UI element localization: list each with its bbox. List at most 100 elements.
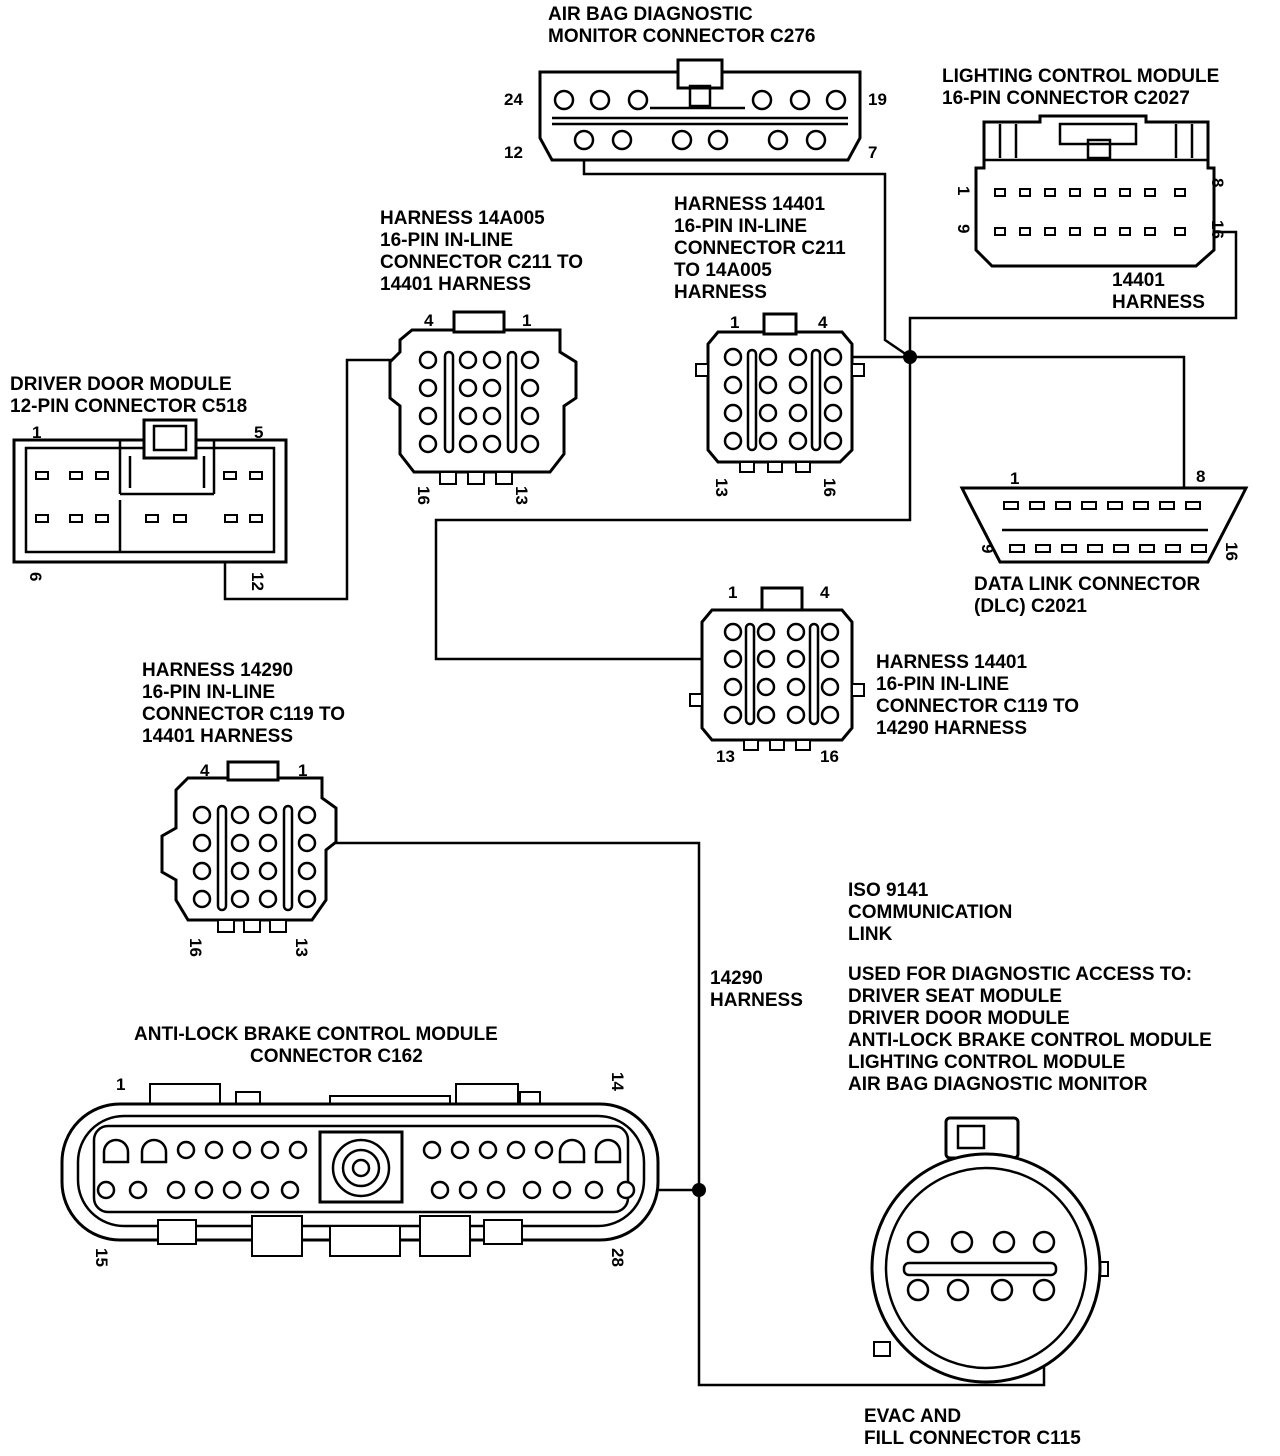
module-item: DRIVER DOOR MODULE	[848, 1008, 1070, 1029]
c211a-title-4: 14401 HARNESS	[380, 274, 531, 295]
abs-title-1: ANTI-LOCK BRAKE CONTROL MODULE	[134, 1024, 498, 1045]
c119b-pin-1: 1	[298, 761, 307, 780]
lighting-harness-2: HARNESS	[1112, 292, 1205, 313]
c119b-pin-16: 16	[186, 938, 205, 957]
iso-line-2: COMMUNICATION	[848, 902, 1012, 923]
lighting-connector-c2027: LIGHTING CONTROL MODULE 16-PIN CONNECTOR…	[942, 66, 1227, 313]
wire-airbag-to-splice	[582, 140, 911, 359]
c211b-pin-13: 13	[712, 478, 731, 497]
wiring	[223, 140, 1238, 1387]
module-item: ANTI-LOCK BRAKE CONTROL MODULE	[848, 1030, 1212, 1051]
driver-door-pin-6: 6	[26, 572, 45, 581]
used-for-heading: USED FOR DIAGNOSTIC ACCESS TO:	[848, 964, 1192, 985]
c119a-title-1: HARNESS 14401	[876, 652, 1027, 673]
iso-notes: ISO 9141 COMMUNICATION LINK USED FOR DIA…	[848, 880, 1212, 1095]
evac-title-1: EVAC AND	[864, 1406, 961, 1427]
dlc-title-1: DATA LINK CONNECTOR	[974, 574, 1201, 595]
c119a-pin-1: 1	[728, 583, 737, 602]
c211b-title-5: HARNESS	[674, 282, 767, 303]
c211b-pin-1: 1	[730, 313, 739, 332]
c119a-pin-13: 13	[716, 747, 735, 766]
c211a-title-1: HARNESS 14A005	[380, 208, 545, 229]
abs-pin-28: 28	[608, 1248, 627, 1267]
splice-upper	[903, 350, 917, 364]
lighting-title-2: 16-PIN CONNECTOR C2027	[942, 88, 1190, 109]
c119b-cavities	[192, 804, 317, 912]
iso-line-3: LINK	[848, 924, 893, 945]
c119a-title-2: 16-PIN IN-LINE	[876, 674, 1009, 695]
driver-door-pin-12: 12	[248, 572, 267, 591]
dlc-pin-1: 1	[1010, 469, 1019, 488]
lighting-harness-1: 14401	[1112, 270, 1165, 291]
wire-c211-to-dlc	[833, 355, 1186, 506]
c119b-pin-13: 13	[292, 938, 311, 957]
harness-14290-label-1: 14290	[710, 968, 763, 989]
c211b-pin-16: 16	[820, 478, 839, 497]
c211b-title-1: HARNESS 14401	[674, 194, 825, 215]
wire-c119-to-abs	[307, 841, 701, 1190]
lighting-pin-1: 1	[954, 186, 973, 195]
abs-cavities	[96, 1138, 636, 1200]
harness-14290-label-2: HARNESS	[710, 990, 803, 1011]
lighting-pin-16: 16	[1208, 220, 1227, 239]
airbag-pin-24: 24	[504, 90, 523, 109]
abs-pin-15: 15	[92, 1248, 111, 1267]
evac-title-2: FILL CONNECTOR C115	[864, 1428, 1081, 1449]
driver-door-title-1: DRIVER DOOR MODULE	[10, 374, 232, 395]
driver-door-title-2: 12-PIN CONNECTOR C518	[10, 396, 247, 417]
c119a-cavities	[723, 622, 840, 726]
lighting-title-1: LIGHTING CONTROL MODULE	[942, 66, 1219, 87]
c211-14401-connector: HARNESS 14401 16-PIN IN-LINE CONNECTOR C…	[674, 194, 865, 497]
c119b-title-2: 16-PIN IN-LINE	[142, 682, 275, 703]
dlc-pin-9: 9	[978, 544, 997, 553]
airbag-pin-7: 7	[868, 143, 877, 162]
c119-14290-connector: HARNESS 14290 16-PIN IN-LINE CONNECTOR C…	[142, 660, 345, 957]
c211a-pin-1: 1	[522, 311, 531, 330]
driver-door-pin-5: 5	[254, 423, 263, 442]
airbag-title-1: AIR BAG DIAGNOSTIC	[548, 4, 753, 25]
driver-door-cavities	[35, 471, 263, 523]
wire-lighting-to-splice	[908, 230, 1238, 357]
c211-14a005-connector: HARNESS 14A005 16-PIN IN-LINE CONNECTOR …	[380, 208, 583, 505]
c211a-cavities	[418, 350, 540, 454]
lighting-cavities	[994, 188, 1186, 236]
dlc-connector-c2021: 1 8 9 16 DATA LINK CONNECTOR (DLC) C2021	[959, 467, 1249, 617]
c119-14401-connector: 1 4 13 16 HARNESS 14401 16-PIN IN-LINE C…	[689, 583, 1079, 766]
c119b-title-3: CONNECTOR C119 TO	[142, 704, 345, 725]
lighting-pin-8: 8	[1208, 178, 1227, 187]
evac-connector-c115: EVAC AND FILL CONNECTOR C115	[864, 1116, 1109, 1449]
c211a-pin-4: 4	[424, 311, 434, 330]
wire-splice-to-c119	[434, 357, 912, 661]
abs-title-2: CONNECTOR C162	[250, 1046, 423, 1067]
c211b-title-4: TO 14A005	[674, 260, 772, 281]
module-item: AIR BAG DIAGNOSTIC MONITOR	[848, 1074, 1148, 1095]
airbag-pin-12: 12	[504, 143, 523, 162]
c211a-pin-16: 16	[414, 486, 433, 505]
c211b-pin-4: 4	[818, 313, 828, 332]
c211a-pin-13: 13	[512, 486, 531, 505]
c211a-title-3: CONNECTOR C211 TO	[380, 252, 583, 273]
dlc-pin-16: 16	[1222, 542, 1241, 561]
c119a-pin-4: 4	[820, 583, 830, 602]
c119a-title-3: CONNECTOR C119 TO	[876, 696, 1079, 717]
abs-pin-1: 1	[116, 1075, 125, 1094]
c211b-cavities	[723, 347, 843, 452]
abs-pin-14: 14	[608, 1072, 627, 1091]
c119b-pin-4: 4	[200, 761, 210, 780]
airbag-pin-19: 19	[868, 90, 887, 109]
dlc-pin-8: 8	[1196, 467, 1205, 486]
airbag-connector-c276: AIR BAG DIAGNOSTIC MONITOR CONNECTOR C27…	[504, 4, 887, 162]
lighting-pin-9: 9	[954, 224, 973, 233]
module-item: LIGHTING CONTROL MODULE	[848, 1052, 1125, 1073]
c119b-title-1: HARNESS 14290	[142, 660, 293, 681]
abs-connector-c162: ANTI-LOCK BRAKE CONTROL MODULE CONNECTOR…	[60, 1024, 660, 1267]
driver-door-connector-c518: DRIVER DOOR MODULE 12-PIN CONNECTOR C518…	[10, 374, 288, 591]
airbag-cavities	[553, 89, 847, 151]
c211b-title-2: 16-PIN IN-LINE	[674, 216, 807, 237]
c119a-pin-16: 16	[820, 747, 839, 766]
dlc-title-2: (DLC) C2021	[974, 596, 1087, 617]
airbag-title-2: MONITOR CONNECTOR C276	[548, 26, 815, 47]
c119b-title-4: 14401 HARNESS	[142, 726, 293, 747]
